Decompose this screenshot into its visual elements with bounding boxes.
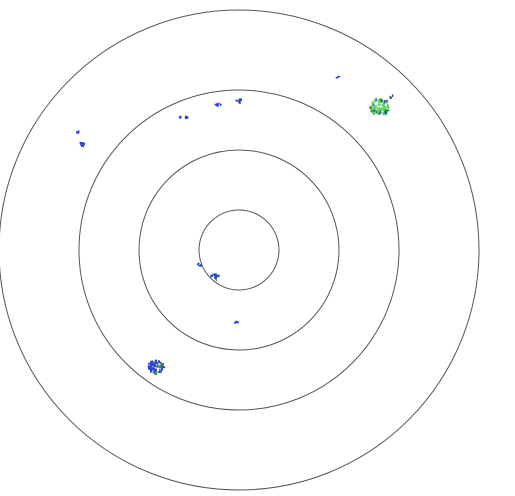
echo-northeast-fleck-a	[335, 75, 341, 79]
echo-northeast-cluster	[369, 98, 390, 116]
echo-west-cluster	[79, 141, 86, 148]
range-rings	[0, 9, 480, 491]
echo-north-fleck-b	[184, 115, 189, 120]
echo-north-cluster-a	[214, 102, 222, 107]
range-ring-1	[198, 209, 280, 291]
echo-south-fleck	[234, 320, 239, 324]
range-ring-2	[138, 149, 340, 351]
echo-southwest-cluster	[147, 359, 166, 376]
echo-north-cluster-b	[235, 98, 242, 104]
range-ring-4	[0, 9, 480, 491]
echo-northeast-fleck-b	[389, 94, 394, 99]
echo-north-fleck-a	[178, 115, 182, 119]
echo-center-cluster	[210, 273, 220, 281]
range-ring-3	[78, 89, 400, 411]
echo-center-fleck	[197, 262, 202, 267]
echo-west-fleck	[76, 130, 80, 134]
precipitation-echoes	[76, 75, 394, 376]
